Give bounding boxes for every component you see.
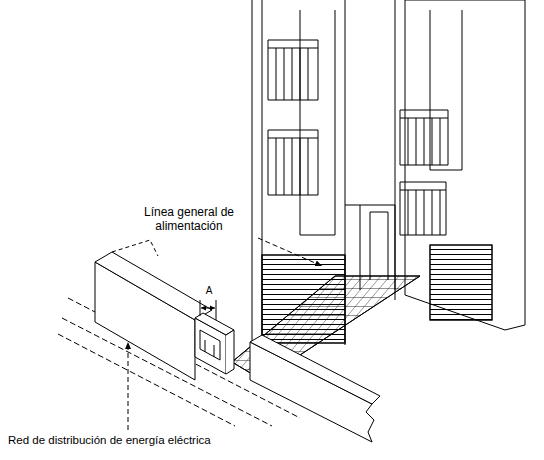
dimension-label: A — [203, 285, 215, 297]
leader-arrow — [128, 342, 129, 430]
network-label: Red de distribución de energía eléctrica — [8, 434, 308, 447]
building — [252, 0, 525, 350]
feeder-label: Línea general de alimentación — [128, 206, 250, 234]
dimension-a — [200, 300, 216, 320]
protection-box — [195, 313, 234, 374]
front-wall — [95, 240, 212, 380]
front-wall — [250, 335, 380, 442]
leader-arrow — [258, 238, 322, 266]
